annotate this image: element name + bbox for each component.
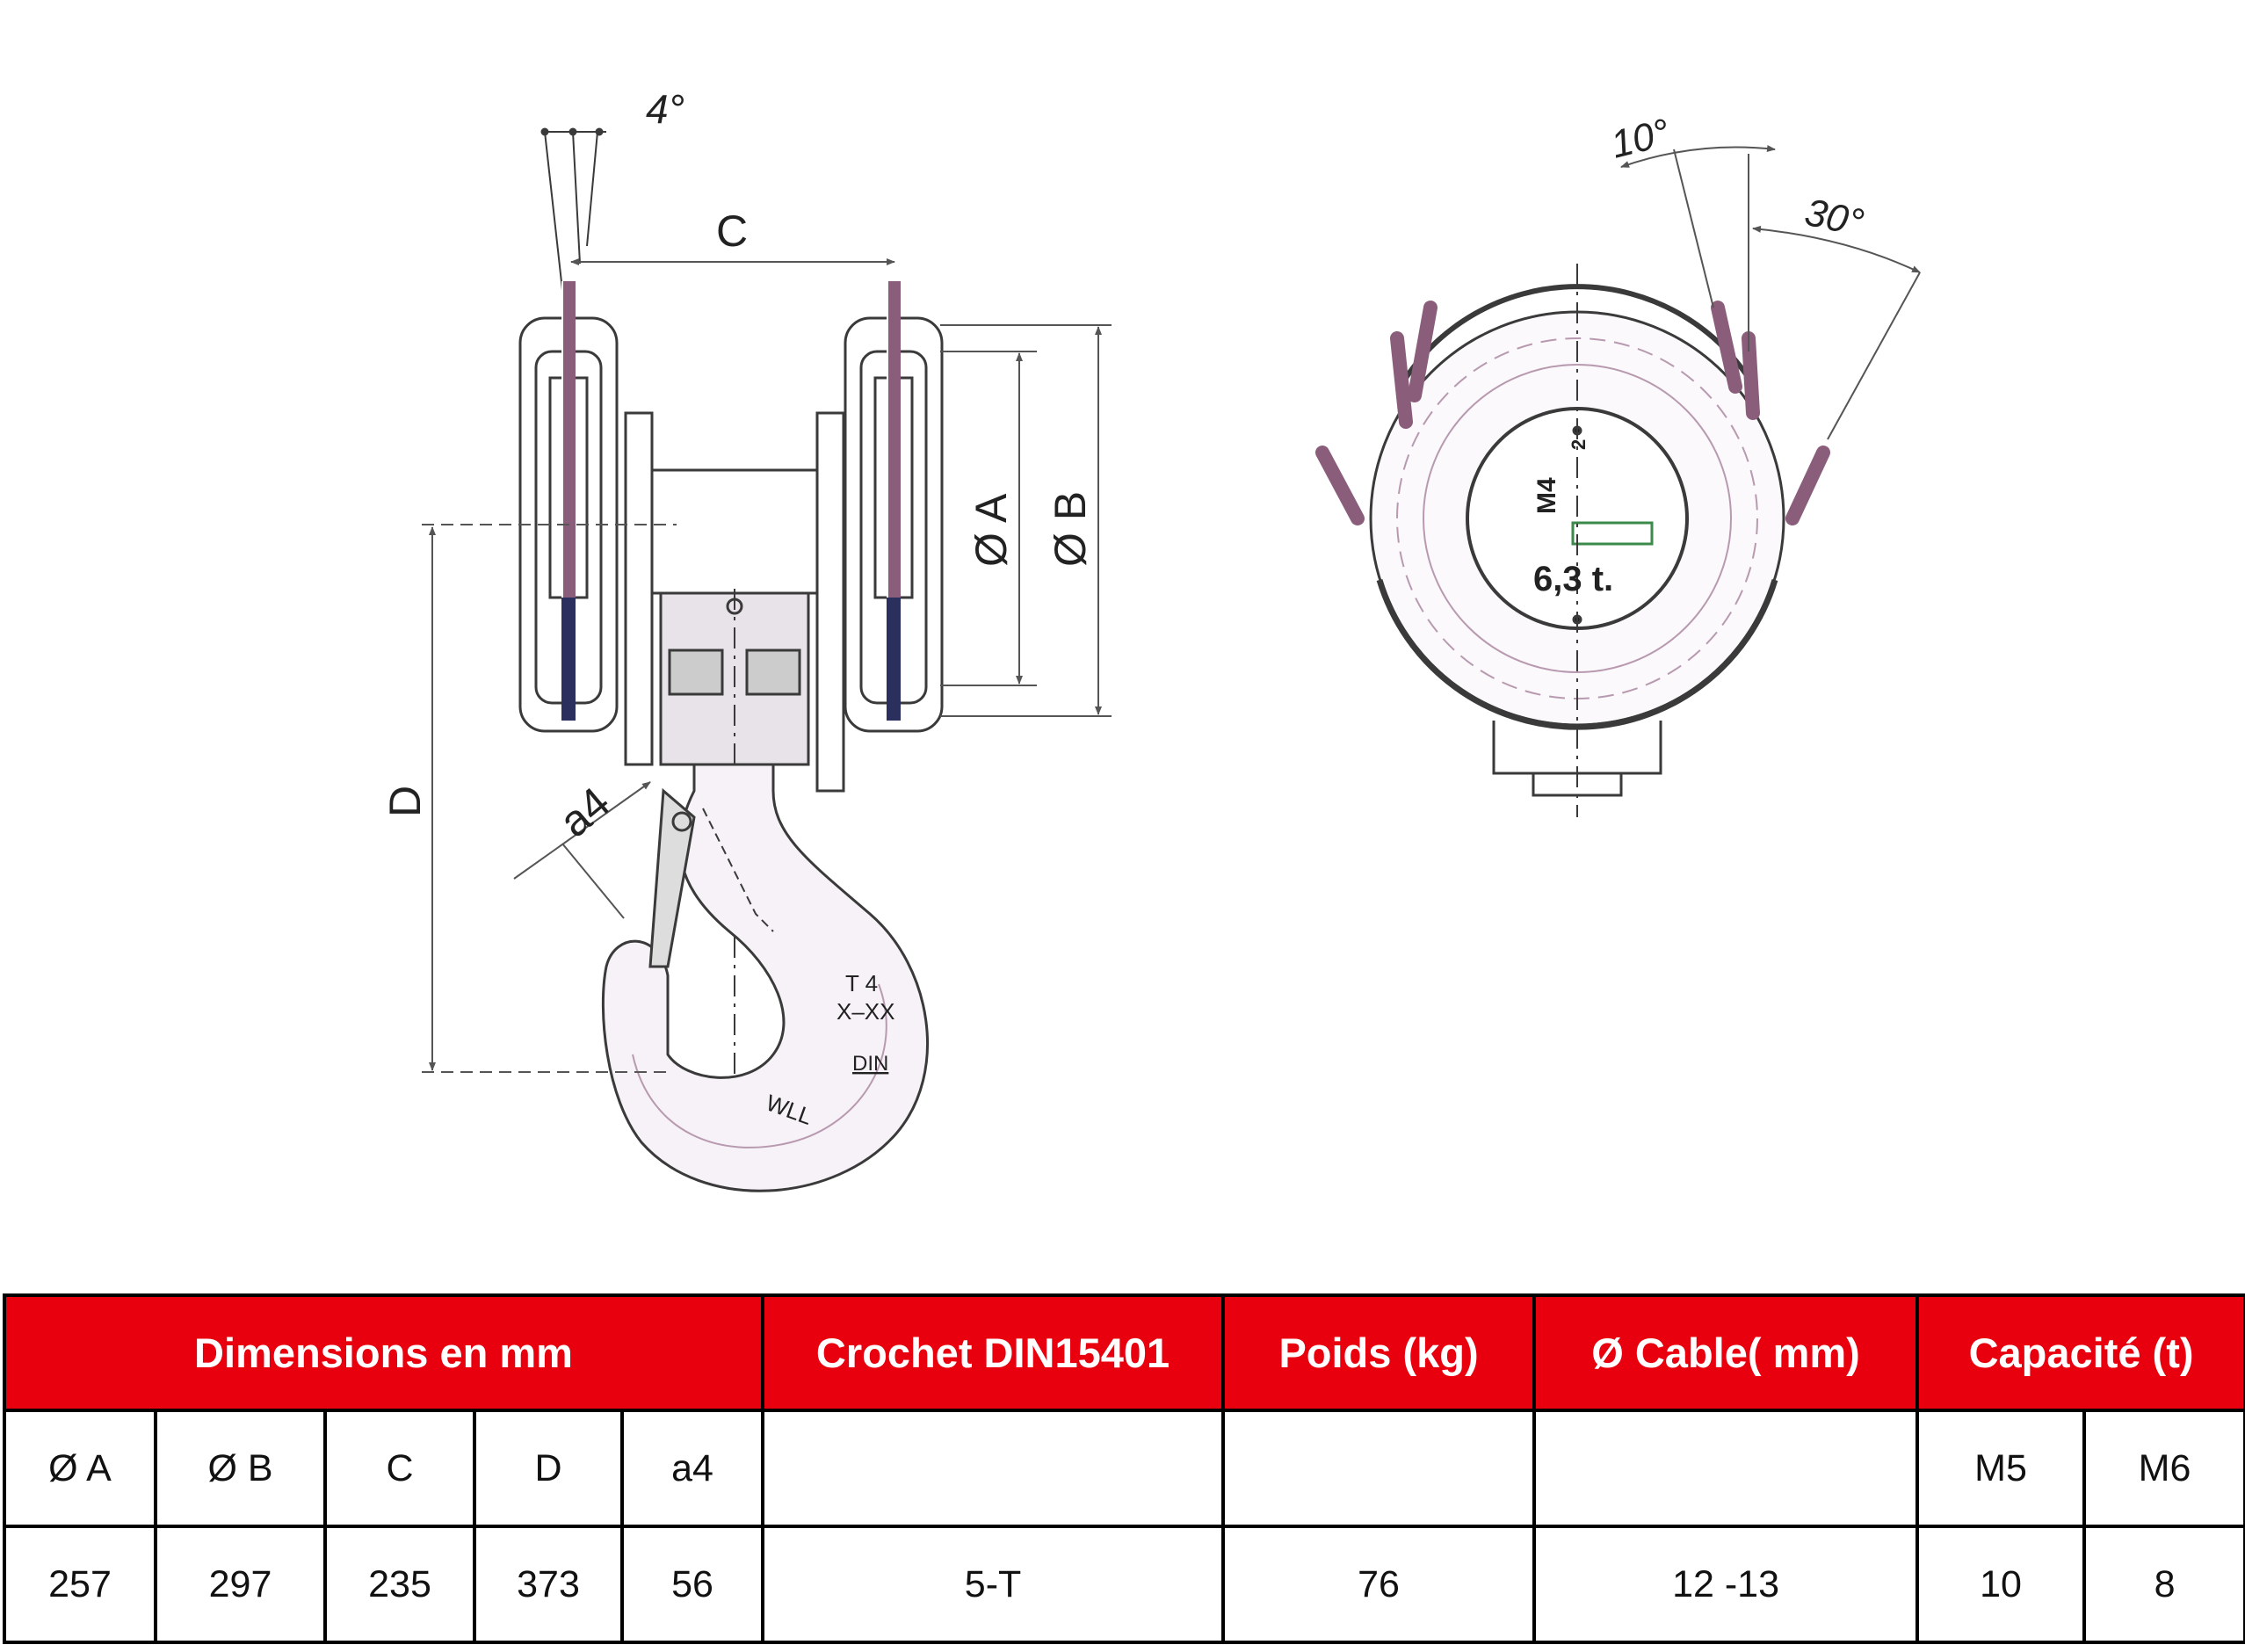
table-row: 257 297 235 373 56 5-T 76 12 -13 10 8: [3, 1525, 2245, 1644]
header-hook: Crochet DIN15401: [761, 1293, 1226, 1412]
technical-drawing: 4° C Ø A Ø B D a4 T 4 X–XX DIN WLL: [380, 86, 1921, 1195]
side-view: [422, 127, 1112, 1195]
dim-c-label: C: [716, 206, 748, 256]
header-weight: Poids (kg): [1221, 1293, 1537, 1412]
subheader-a4: a4: [619, 1409, 765, 1528]
cell-m6: 8: [2082, 1525, 2245, 1644]
angle-4-label: 4°: [646, 86, 684, 132]
angle-10-label: 10°: [1607, 111, 1674, 167]
group-label: M4: [1532, 477, 1561, 514]
subheader-hook-empty: [761, 1409, 1226, 1528]
cell-m5: 10: [1915, 1525, 2087, 1644]
side-view-labels: 4° C Ø A Ø B D a4 T 4 X–XX DIN WLL: [380, 86, 1095, 1130]
cell-d: 373: [473, 1525, 624, 1644]
table-subheader-row: Ø A Ø B C D a4 M5 M6: [3, 1409, 2245, 1528]
dim-b-label: Ø B: [1046, 491, 1095, 567]
cell-a: 257: [3, 1525, 157, 1644]
small-label: 2: [1568, 439, 1590, 450]
subheader-a: Ø A: [3, 1409, 157, 1528]
cell-weight: 76: [1221, 1525, 1537, 1644]
cell-b: 297: [154, 1525, 327, 1644]
header-capacity: Capacité (t): [1915, 1293, 2245, 1412]
dim-a4-label: a4: [550, 778, 619, 847]
cell-cable: 12 -13: [1532, 1525, 1920, 1644]
hook-mark-x-xx: X–XX: [836, 998, 895, 1025]
cell-hook: 5-T: [761, 1525, 1226, 1644]
subheader-weight-empty: [1221, 1409, 1537, 1528]
header-cable: Ø Cable( mm): [1532, 1293, 1920, 1412]
subheader-c: C: [323, 1409, 476, 1528]
subheader-d: D: [473, 1409, 624, 1528]
cell-c: 235: [323, 1525, 476, 1644]
front-view: [1315, 145, 1921, 817]
subheader-cable-empty: [1532, 1409, 1920, 1528]
spec-table: Dimensions en mm Crochet DIN15401 Poids …: [2, 1293, 2245, 1644]
dim-d-label: D: [380, 786, 430, 817]
subheader-b: Ø B: [154, 1409, 327, 1528]
table-header-row: Dimensions en mm Crochet DIN15401 Poids …: [2, 1293, 2245, 1412]
cell-a4: 56: [619, 1525, 765, 1644]
hook-mark-din: DIN: [852, 1052, 888, 1076]
right-sheave: [844, 281, 944, 733]
hook: [601, 763, 929, 1192]
subheader-m5: M5: [1915, 1409, 2087, 1528]
left-sheave: [518, 281, 619, 733]
dim-a-label: Ø A: [967, 493, 1016, 567]
header-dimensions: Dimensions en mm: [2, 1293, 765, 1412]
hook-mark-t4: T 4: [845, 970, 878, 996]
capacity-label: 6,3 t.: [1533, 560, 1613, 598]
subheader-m6: M6: [2082, 1409, 2245, 1528]
